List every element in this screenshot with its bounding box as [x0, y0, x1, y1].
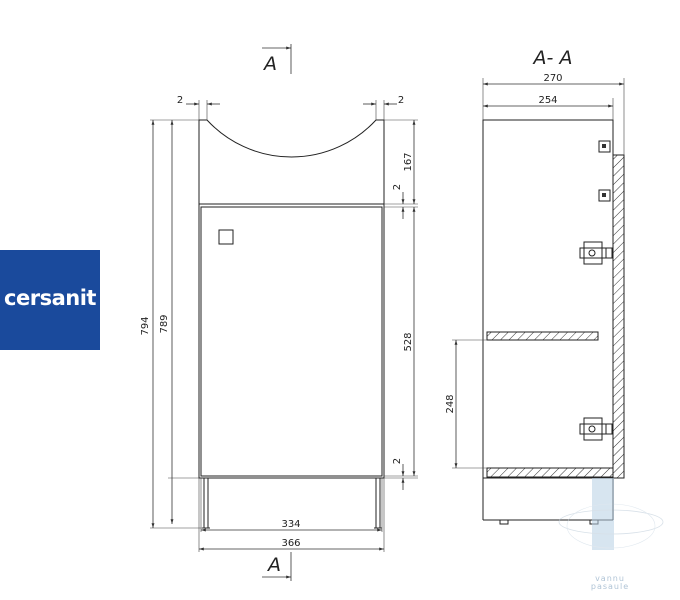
section-letter-bottom: A — [266, 554, 281, 576]
dim-top-gap-left: 2 — [177, 95, 183, 106]
middle-shelf — [486, 331, 599, 341]
dim-body-depth: 254 — [538, 95, 557, 106]
watermark-text: vannu pasaule — [585, 575, 635, 591]
watermark-line-1: vannu — [595, 574, 625, 583]
cersanit-logo — [0, 250, 100, 350]
watermark-logo — [558, 478, 664, 550]
cabinet-front-outline — [198, 119, 385, 479]
bracket-top-1 — [598, 140, 611, 153]
front-view: 794 789 2 2 167 2 528 2 334 366 — [140, 95, 418, 552]
bracket-top-2 — [598, 189, 611, 202]
dim-total-height: 794 — [140, 316, 151, 335]
dim-shelf-height: 248 — [445, 394, 456, 413]
side-section-view: A- A — [445, 47, 625, 525]
hinge-lower — [579, 417, 613, 441]
section-marker-bottom: A — [262, 552, 292, 581]
dim-total-width: 366 — [281, 538, 300, 549]
dim-door-gap-top: 2 — [392, 184, 403, 190]
watermark-line-2: pasaule — [590, 582, 630, 591]
logo-text: cersanit — [4, 286, 96, 310]
dim-body-height: 789 — [159, 314, 170, 333]
hinge-upper — [579, 241, 613, 265]
section-title: A- A — [532, 47, 573, 69]
section-marker-top: A — [262, 44, 292, 75]
dim-total-depth: 270 — [543, 73, 562, 84]
dim-door-height: 528 — [403, 332, 414, 351]
dim-door-gap-bottom: 2 — [392, 458, 403, 464]
back-panel-hatched — [612, 154, 625, 479]
door-knob — [218, 229, 234, 245]
dim-top-gap-right: 2 — [398, 95, 404, 106]
dim-arch-height: 167 — [403, 152, 414, 171]
cabinet-door — [200, 206, 383, 477]
dim-door-width: 334 — [281, 519, 300, 530]
bottom-shelf — [486, 467, 614, 478]
section-letter-top: A — [262, 53, 277, 75]
